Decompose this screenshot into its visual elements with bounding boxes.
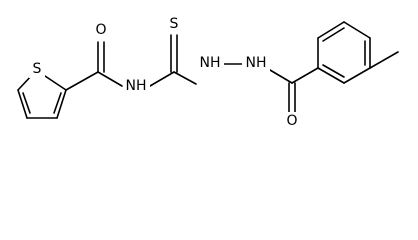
bond-b2-b3 — [317, 21, 345, 39]
left-amide-group — [65, 41, 123, 91]
right-amide-group — [269, 67, 319, 113]
bond-b6-b1-inner — [322, 64, 345, 78]
thiophene-ring — [17, 73, 67, 119]
bond-c2-c3-inner — [53, 92, 62, 114]
structure-canvas: S O NH S NH NH O — [17, 15, 399, 130]
bond-n-cs — [149, 71, 175, 87]
right-carbonyl-oxygen-label: O — [286, 113, 297, 129]
hydrazine-n1-label: NH — [200, 55, 221, 71]
bond-b6-b1 — [317, 67, 345, 84]
bond-c4-c5-inner — [22, 92, 31, 114]
hydrazine-n2-label: NH — [246, 55, 267, 71]
amide-nitrogen-label: NH — [126, 78, 147, 94]
molecule-drawing: S O NH S NH NH O — [17, 15, 399, 130]
thione-sulfur-label: S — [170, 16, 179, 32]
atom-labels: S O NH S NH NH O — [29, 15, 301, 130]
thiophene-sulfur-label: S — [33, 61, 42, 77]
bond-carbonyl-ring — [291, 67, 319, 84]
bond-s1-c2 — [41, 73, 67, 91]
bond-b3-b4 — [343, 21, 371, 39]
thiourea-group — [149, 34, 197, 87]
methyl-group — [369, 51, 399, 69]
bond-c4-c5 — [17, 89, 28, 119]
left-carbonyl-oxygen-label: O — [95, 22, 106, 38]
bond-carbonyl-n — [97, 71, 123, 87]
bond-c2-carbonyl — [65, 71, 99, 91]
bond-cs-nh — [173, 71, 197, 85]
bond-c2-c3 — [56, 89, 67, 119]
bond-ring-methyl — [369, 51, 399, 69]
bond-b5-b6 — [343, 67, 371, 84]
benzene-ring — [317, 21, 371, 84]
bond-b2-b3-inner — [322, 27, 345, 42]
bond-nh-carbonyl — [269, 69, 293, 84]
